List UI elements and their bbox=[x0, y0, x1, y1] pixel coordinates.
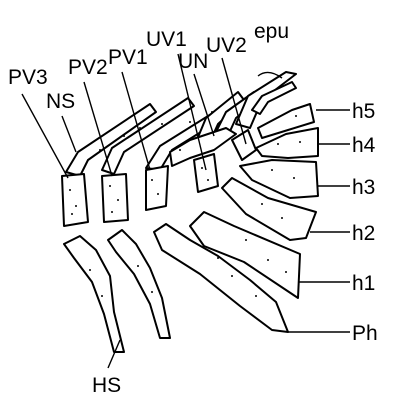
label-ph: Ph bbox=[352, 322, 378, 345]
vertebra-uv1 bbox=[194, 154, 218, 192]
label-un: UN bbox=[178, 50, 208, 73]
label-pv3: PV3 bbox=[8, 66, 48, 89]
vertebra-pv2 bbox=[102, 174, 128, 222]
vertebra-pv1 bbox=[146, 166, 168, 210]
label-h2: h2 bbox=[352, 222, 375, 245]
label-hs: HS bbox=[92, 374, 121, 397]
label-h1: h1 bbox=[352, 272, 375, 295]
vertebra-pv3 bbox=[62, 174, 88, 226]
haemal-spine-1 bbox=[64, 236, 124, 352]
label-uv1: UV1 bbox=[146, 28, 187, 51]
label-epu: epu bbox=[254, 20, 289, 43]
label-h3: h3 bbox=[352, 176, 375, 199]
label-h4: h4 bbox=[352, 134, 376, 157]
label-pv1: PV1 bbox=[108, 46, 148, 69]
label-uv2: UV2 bbox=[206, 34, 247, 57]
leader-pv2 bbox=[84, 82, 112, 176]
leader-ns bbox=[62, 116, 76, 152]
label-h5: h5 bbox=[352, 100, 375, 123]
label-pv2: PV2 bbox=[68, 56, 108, 79]
label-ns: NS bbox=[46, 90, 75, 113]
